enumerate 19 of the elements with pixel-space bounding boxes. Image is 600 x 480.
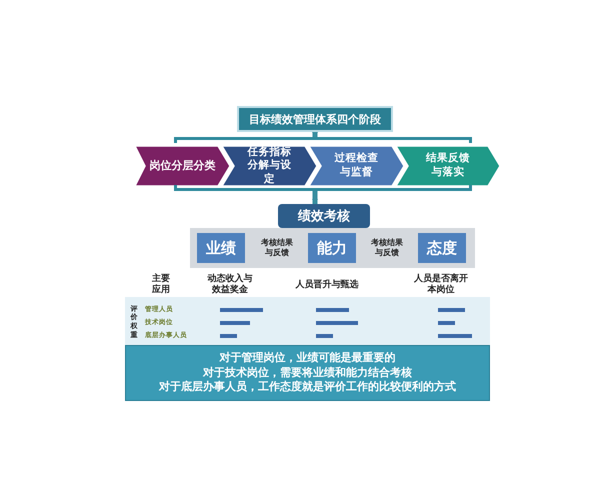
- arrow: [312, 191, 318, 205]
- title-box: 目标绩效管理体系四个阶段: [237, 106, 393, 132]
- application-text: 动态收入与效益奖金: [206, 272, 254, 297]
- note-panel: 对于管理岗位，业绩可能是最重要的 对于技术岗位，需要将业绩和能力结合考核 对于底层办事人员，工作态度就是评价工作的比较便利的方式: [125, 345, 490, 401]
- chevron-step: 过程检查与监督: [309, 146, 404, 186]
- application-text: 人员晋升与甄选: [294, 278, 360, 292]
- category-box: 能力: [308, 233, 356, 263]
- process-box: 绩效考核: [278, 204, 370, 228]
- application-text: 人员是否离开本岗位: [413, 272, 469, 297]
- feedback-label: 考核结果与反馈: [260, 237, 294, 259]
- chevron-step: 任务指标分解与设定: [222, 146, 317, 186]
- panel-background: [190, 228, 475, 268]
- arrow: [312, 132, 318, 138]
- category-box: 态度: [418, 233, 466, 263]
- chevron-step: 结果反馈与落实: [396, 146, 500, 186]
- row-heading: 主要应用: [151, 272, 171, 297]
- category-box: 业绩: [197, 233, 245, 263]
- chevron-step: 岗位分层分类: [135, 146, 230, 186]
- feedback-label: 考核结果与反馈: [370, 237, 404, 259]
